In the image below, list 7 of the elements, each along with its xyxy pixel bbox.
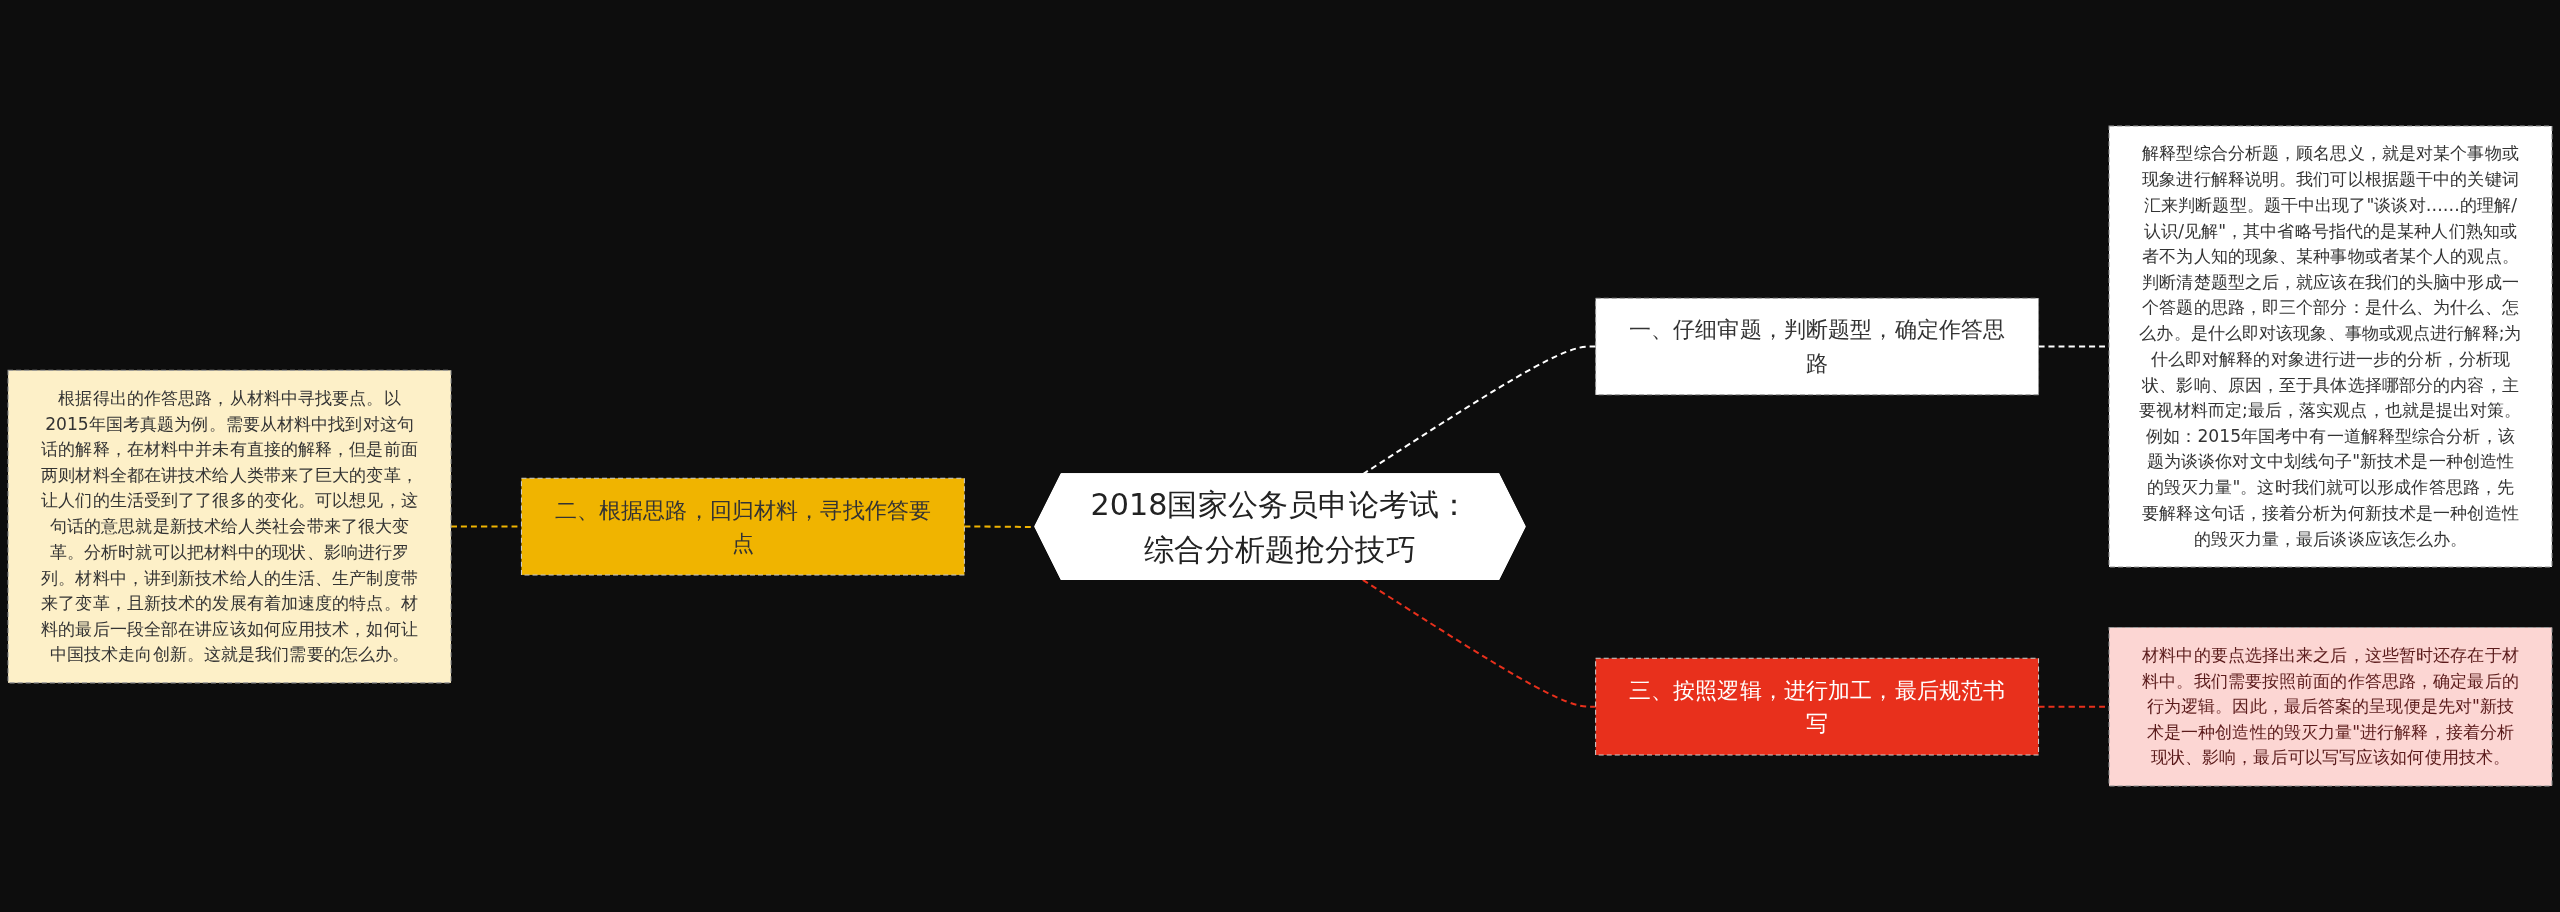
node-box: 二、根据思路，回归材料，寻找作答要点 (520, 477, 965, 576)
node-box: 材料中的要点选择出来之后，这些暂时还存在于材料中。我们需要按照前面的作答思路，确定最后的行为逻辑。因此，最后答案的呈现便是先对"新技术是一种创造性的毁灭力量"进行解释，接着分析现状、影响，最后可以写写应该如何使用技术。 (2108, 626, 2553, 787)
node-box: 一、仔细审题，判断题型，确定作答思路 (1595, 297, 2040, 396)
node-box: 三、按照逻辑，进行加工，最后规范书写 (1595, 657, 2040, 756)
node-box: 解释型综合分析题，顾名思义，就是对某个事物或现象进行解释说明。我们可以根据题干中的关键词汇来判断题型。题干中出现了"谈谈对……的理解/认识/见解"，其中省略号指代的是某种人们熟知或者不为人知的现象、某种事物或者某个人的观点。判断清楚题型之后，就应该在我们的头脑中形成一个答题的思路，即三个部分：是什么、为什么、怎么办。是什么即对该现象、事物或观点进行解释;为什么即对解释的对象进行进一步的分析，分析现状、影响、原因，至于具体选择哪部分的内容，主要视材料而定;最后，落实观点，也就是提出对策。例如：2015年国考中有一道解释型综合分析，该题为谈谈你对文中划线句子"新技术是一种创造性的毁灭力量"。这时我们就可以形成作答思路，先要解释这句话，接着分析为何新技术是一种创造性的毁灭力量，最后谈谈应该怎么办。 (2108, 125, 2553, 568)
node-box: 根据得出的作答思路，从材料中寻找要点。以2015年国考真题为例。需要从材料中找到对这句话的解释，在材料中并未有直接的解释，但是前面两则材料全都在讲技术给人类带来了巨大的变革，让人们的生活受到了了很多的变化。可以想见，这句话的意思就是新技术给人类社会带来了很大变革。分析时就可以把材料中的现状、影响进行罗列。材料中，讲到新技术给人的生活、生产制度带来了变革，且新技术的发展有着加速度的特点。材料的最后一段全部在讲应该如何应用技术，如何让中国技术走向创新。这就是我们需要的怎么办。 (7, 369, 452, 684)
connector (1362, 579, 1596, 708)
